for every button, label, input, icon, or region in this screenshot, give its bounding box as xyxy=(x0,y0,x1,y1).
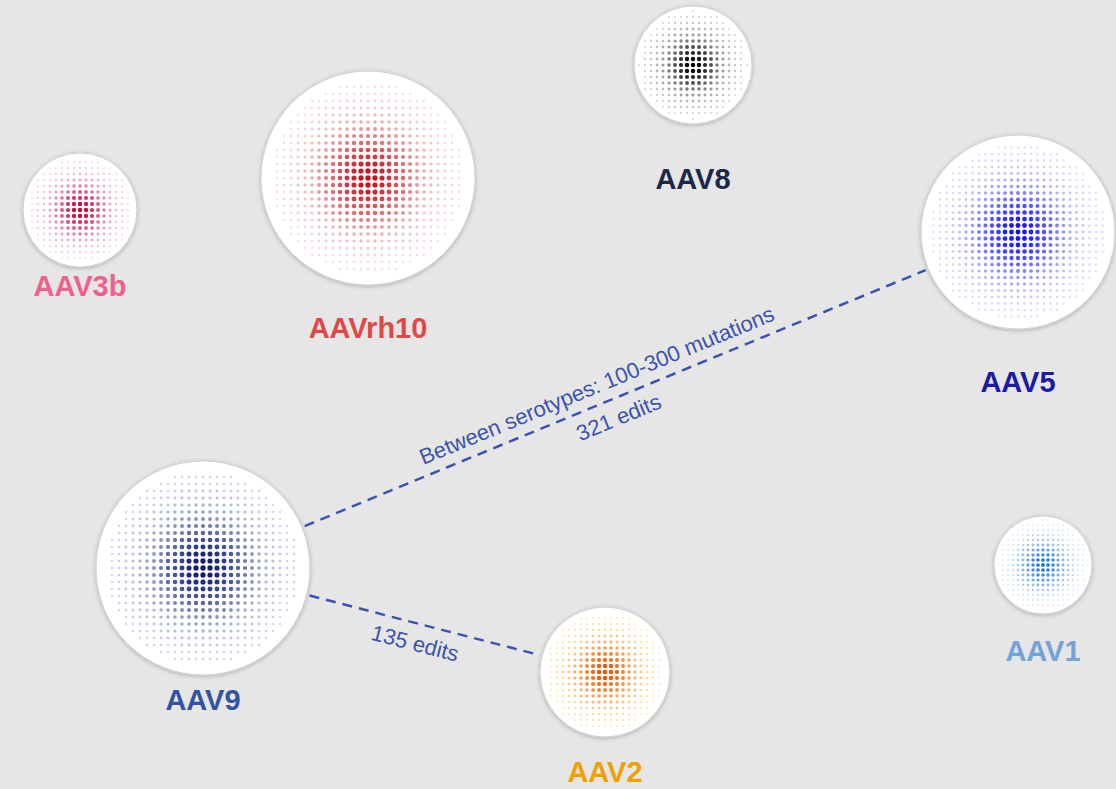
capsid-disc xyxy=(260,70,476,286)
capsid-disc xyxy=(22,152,138,268)
disc-outline xyxy=(96,461,310,675)
disc-outline xyxy=(540,607,670,737)
dot-grid xyxy=(550,617,660,727)
disc-outline xyxy=(23,153,137,267)
serotype-label: AAV1 xyxy=(1005,635,1080,668)
serotype-label: AAV3b xyxy=(34,270,127,303)
dot-grid xyxy=(997,519,1089,611)
serotype-node: AAV8 xyxy=(633,5,753,196)
serotype-node: AAV9 xyxy=(95,460,311,717)
serotype-node: AAV3b xyxy=(22,152,138,303)
dashed-connector xyxy=(305,270,926,526)
capsid-disc xyxy=(633,5,753,125)
disc-outline xyxy=(634,6,752,124)
dot-grid xyxy=(31,161,129,259)
serotype-node: AAV5 xyxy=(920,134,1116,399)
dot-grid xyxy=(932,146,1103,317)
dot-grid xyxy=(276,86,461,271)
serotype-node: AAV2 xyxy=(539,606,671,789)
serotype-label: AAVrh10 xyxy=(309,312,428,345)
capsid-disc xyxy=(95,460,311,676)
disc-outline xyxy=(921,135,1115,329)
serotype-node: AAV1 xyxy=(993,515,1093,668)
serotype-label: AAV5 xyxy=(980,366,1055,399)
disc-outline xyxy=(261,71,475,285)
capsid-disc xyxy=(993,515,1093,615)
serotype-label: AAV9 xyxy=(165,684,240,717)
serotype-node: AAVrh10 xyxy=(260,70,476,345)
dot-grid xyxy=(638,10,748,120)
capsid-disc xyxy=(920,134,1116,330)
disc-outline xyxy=(994,516,1092,614)
serotype-label: AAV8 xyxy=(655,163,730,196)
capsid-disc xyxy=(539,606,671,738)
serotype-label: AAV2 xyxy=(567,756,642,789)
edit-count: 135 edits xyxy=(369,621,462,667)
annotation: Between serotypes: 100-300 mutations xyxy=(416,302,778,470)
dot-grid xyxy=(111,476,296,661)
